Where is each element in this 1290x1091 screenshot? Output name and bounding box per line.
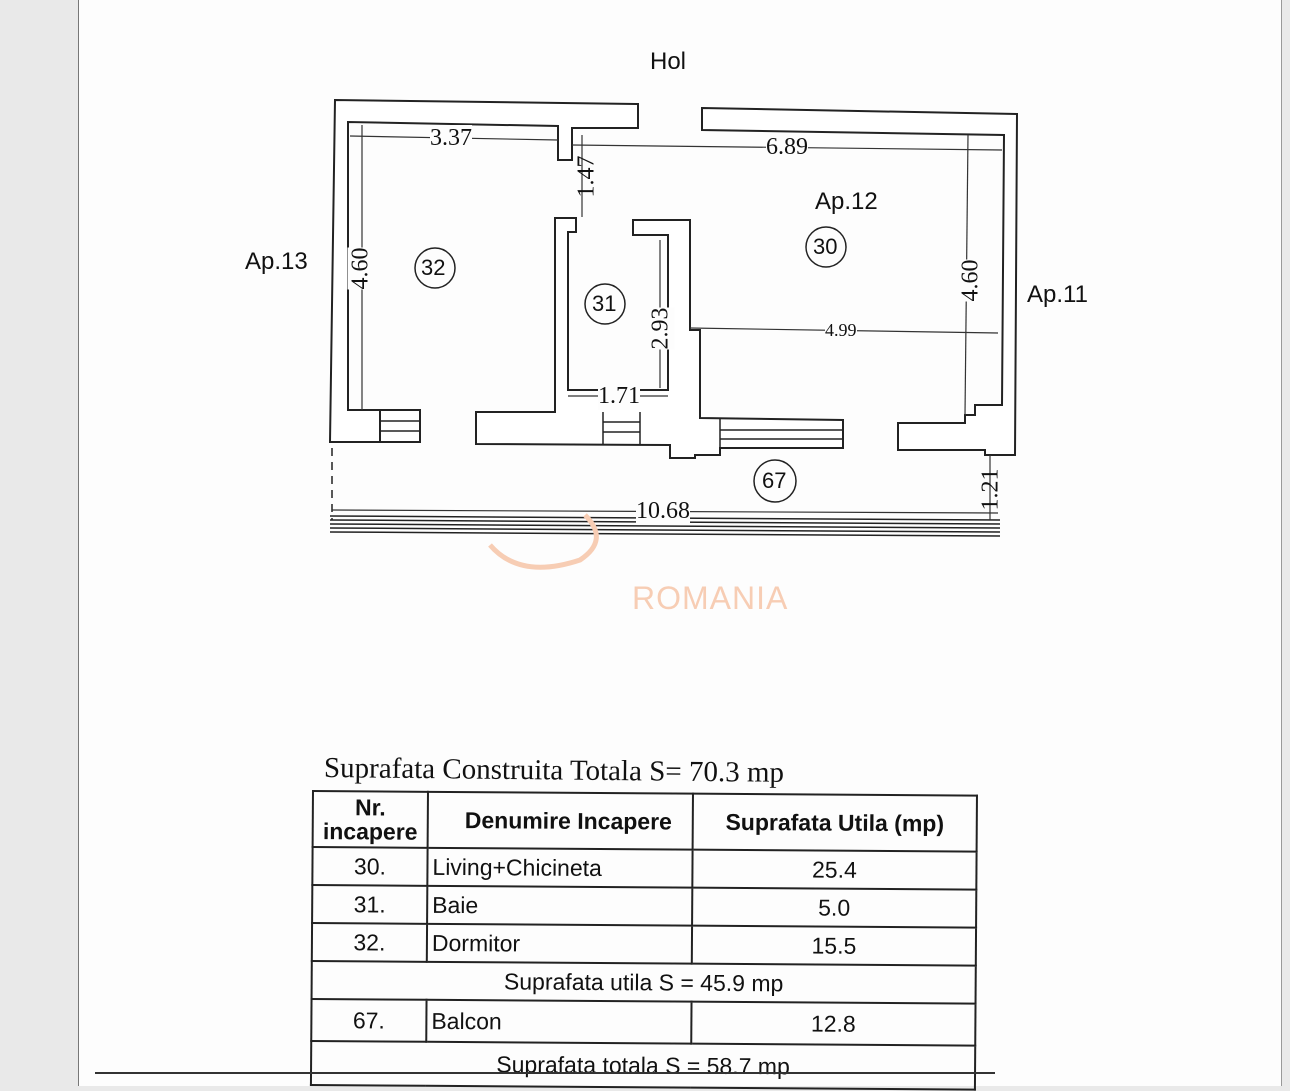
table-row: 31. Baie 5.0 (312, 885, 977, 928)
cell-nr: 30. (312, 847, 428, 886)
cell-name: Dormitor (426, 923, 693, 964)
header-nr: Nr. incapere (312, 791, 428, 848)
label-ap11: Ap.11 (1027, 281, 1088, 308)
table-title: Suprafata Construita Totala S= 70.3 mp (323, 752, 785, 789)
wall-right-room (701, 106, 1019, 456)
label-hall: Hol (650, 48, 687, 75)
cell-nr: 31. (312, 885, 428, 924)
room-number-30: 30 (813, 234, 838, 259)
document-page (78, 0, 1282, 1086)
usable-total-row: Suprafata utila S = 45.9 mp (311, 961, 976, 1004)
table-row: 30. Living+Chicineta 25.4 (312, 847, 977, 890)
grand-total: Suprafata totala S = 58.7 mp (310, 1041, 976, 1090)
divider (95, 1072, 995, 1074)
room-number-31: 31 (592, 291, 617, 316)
grand-total-row: Suprafata totala S = 58.7 mp (310, 1041, 976, 1090)
dim-6-89: 6.89 (766, 134, 808, 161)
dim-4-60-right: 4.60 (957, 259, 985, 302)
dim-4-60-left: 4.60 (347, 247, 375, 290)
table-header-row: Nr. incapere Denumire Incapere Suprafata… (312, 791, 977, 852)
cell-nr: 67. (311, 999, 427, 1042)
usable-total: Suprafata utila S = 45.9 mp (311, 961, 976, 1004)
room-number-32: 32 (421, 255, 446, 280)
watermark-logo (488, 513, 599, 570)
cell-area: 5.0 (692, 887, 977, 928)
dim-1-71: 1.71 (598, 383, 640, 410)
cell-area: 15.5 (691, 925, 977, 966)
area-table: Nr. incapere Denumire Incapere Suprafata… (310, 790, 978, 1091)
window-left (379, 409, 421, 443)
label-ap13: Ap.13 (245, 248, 308, 275)
dim-10-68: 10.68 (636, 498, 690, 525)
table-row-balcony: 67. Balcon 12.8 (311, 999, 976, 1046)
cell-area: 25.4 (692, 849, 977, 890)
dim-1-21: 1.21 (977, 468, 1004, 511)
dim-4-99: 4.99 (825, 320, 857, 341)
cell-nr: 32. (311, 923, 428, 962)
label-ap12: Ap.12 (815, 188, 878, 215)
dim-2-93: 2.93 (647, 307, 675, 350)
wall-bathroom (475, 217, 844, 459)
header-area: Suprafata Utila (mp) (692, 793, 977, 852)
room-number-67: 67 (762, 468, 787, 493)
cell-name: Balcon (426, 999, 692, 1044)
cell-name: Living+Chicineta (427, 847, 693, 888)
table-row: 32. Dormitor 15.5 (311, 923, 977, 966)
dim-3-37: 3.37 (430, 125, 472, 152)
floor-plan (328, 98, 1019, 570)
cell-area: 12.8 (691, 1001, 976, 1046)
header-name: Denumire Incapere (427, 791, 693, 850)
dim-1-47: 1.47 (573, 155, 600, 198)
cell-name: Baie (427, 885, 693, 926)
watermark-text: ROMANIA (632, 580, 789, 616)
